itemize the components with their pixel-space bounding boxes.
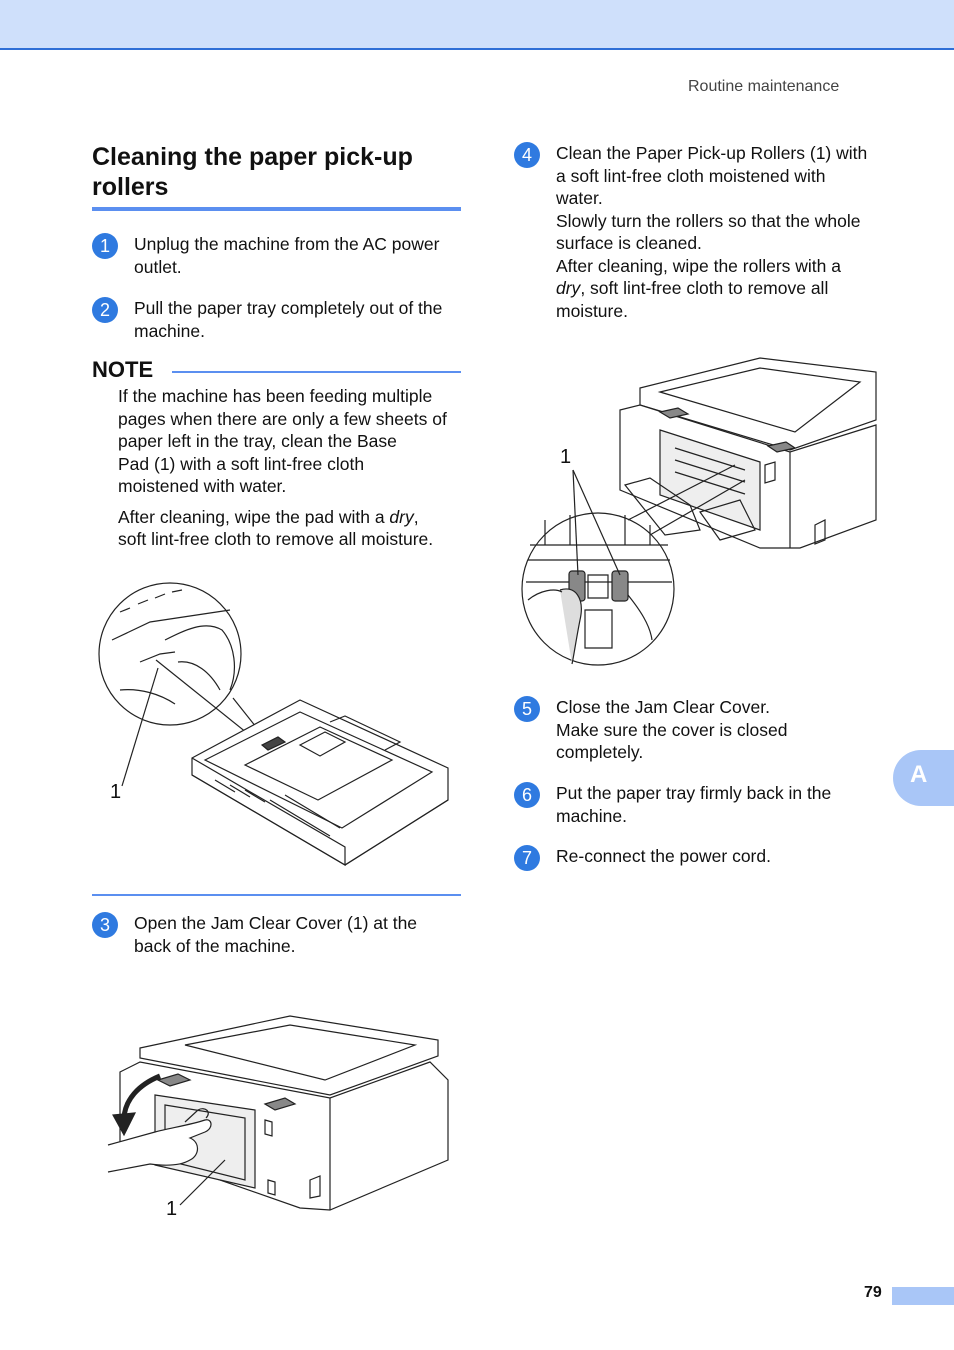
step-4-line: moisture.	[556, 300, 628, 321]
note-paragraph-2: After cleaning, wipe the pad with a dry,…	[118, 506, 434, 550]
step-2-number: 2	[92, 297, 118, 323]
header-band	[0, 0, 954, 50]
page-number-bar	[892, 1287, 954, 1305]
step-1-line: outlet.	[134, 256, 182, 277]
separator-rule	[92, 894, 461, 896]
step-5-line: Close the Jam Clear Cover.	[556, 697, 770, 717]
callout-base-pad: 1	[110, 781, 122, 803]
appendix-tab-letter: A	[910, 761, 928, 788]
step-5-line: Make sure the cover is closed	[556, 719, 788, 740]
step-1-line: Unplug the machine from the AC power	[134, 234, 440, 254]
step-7-number: 7	[514, 845, 540, 871]
note-paragraph-1: If the machine has been feeding multiple…	[118, 386, 447, 496]
note-body: If the machine has been feeding multiple…	[118, 385, 463, 559]
note-title: NOTE	[92, 357, 154, 382]
step-4-line: Clean the Paper Pick-up Rollers (1) with	[556, 143, 868, 163]
appendix-tab: A	[893, 750, 954, 806]
step-4-line: dry, soft lint-free cloth to remove all	[556, 278, 829, 298]
step-4-line: water.	[556, 188, 603, 208]
step-3-line: back of the machine.	[134, 935, 296, 956]
step-3-line: Open the Jam Clear Cover (1) at the	[134, 913, 418, 933]
step-2-line: machine.	[134, 320, 206, 341]
step-7-line: Re-connect the power cord.	[556, 846, 771, 866]
step-3-number: 3	[92, 912, 118, 938]
callout-jam-clear-cover: 1	[166, 1198, 178, 1220]
step-4-line: After cleaning, wipe the rollers with a	[556, 255, 841, 276]
step-5-number: 5	[514, 696, 540, 722]
step-6-line: machine.	[556, 805, 628, 826]
step-5-line: completely.	[556, 742, 644, 762]
note-rule	[172, 371, 461, 373]
page-number: 79	[864, 1284, 882, 1301]
section-title: Cleaning the paper pick-up rollers	[92, 143, 413, 201]
step-4-line: surface is cleaned.	[556, 233, 702, 253]
step-4-line: Slowly turn the rollers so that the whol…	[556, 210, 861, 231]
running-header: Routine maintenance	[688, 78, 840, 95]
step-6-line: Put the paper tray firmly back in the	[556, 783, 832, 803]
callout-pickup-rollers: 1	[560, 446, 572, 468]
step-4-number: 4	[514, 142, 540, 168]
title-underline	[92, 207, 461, 211]
step-4-line: a soft lint-free cloth moistened with	[556, 165, 826, 186]
step-1-number: 1	[92, 233, 118, 259]
step-6-number: 6	[514, 782, 540, 808]
step-2-line: Pull the paper tray completely out of th…	[134, 298, 443, 318]
